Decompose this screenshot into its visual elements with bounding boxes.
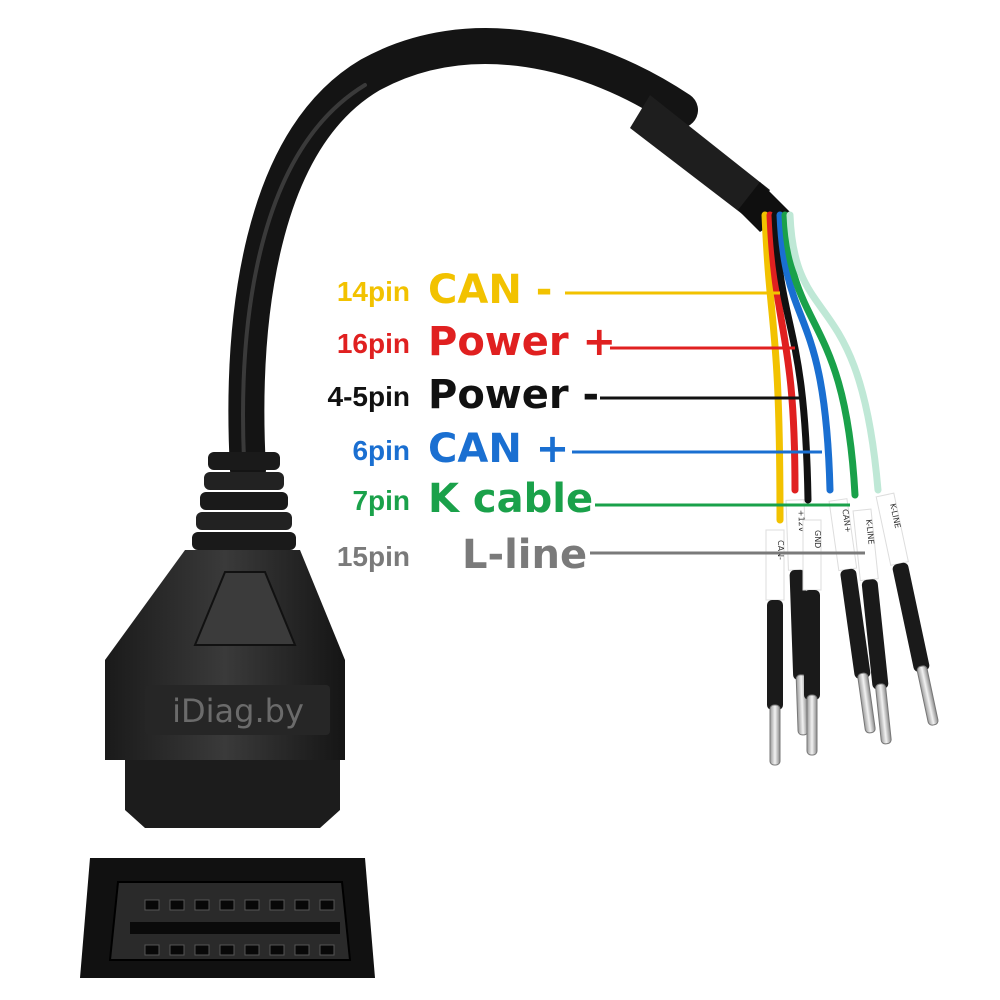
obd-socket-face — [80, 858, 375, 978]
wire-tag-text: K-LINE — [864, 519, 876, 545]
wire-can-high — [776, 211, 834, 494]
main-cable-highlight — [241, 83, 367, 462]
socket-pin-hole — [194, 944, 210, 956]
wire-k-line — [781, 211, 859, 499]
signal-label-can-high: CAN + — [428, 426, 569, 472]
socket-pin-hole — [294, 944, 310, 956]
metal-pin — [857, 672, 876, 734]
main-cable — [228, 28, 698, 488]
socket-pin-holes — [144, 899, 335, 956]
pin-label-can-high: 6pin — [352, 435, 410, 466]
strain-relief — [192, 452, 296, 550]
socket-pin-hole — [219, 944, 235, 956]
cable-sleeve — [630, 95, 770, 220]
socket-pin-hole — [144, 944, 160, 956]
terminal-power-neg: GND — [802, 519, 822, 756]
pin-label-l-line: 15pin — [337, 541, 410, 572]
socket-pin-hole — [244, 944, 260, 956]
wire-power-neg — [771, 211, 812, 504]
terminal-k-line: K-LINE — [852, 508, 892, 745]
wire-l-line — [786, 211, 882, 494]
wire-tag-text: +12V — [796, 510, 806, 533]
heat-shrink — [892, 562, 930, 672]
metal-pin — [806, 694, 818, 756]
signal-label-power-neg: Power - — [428, 372, 599, 418]
connector-label-plate — [145, 685, 330, 735]
pin-label-k-line: 7pin — [352, 485, 410, 516]
terminal-can-low: CAN- — [765, 529, 785, 766]
wire-power-pos — [766, 211, 799, 494]
signal-label-k-line: K cable — [428, 476, 593, 522]
signal-label-power-pos: Power + — [428, 319, 616, 365]
connector-plug — [125, 760, 340, 828]
brand-label: iDiag.by — [172, 692, 304, 730]
heat-shrink — [861, 579, 889, 690]
heat-shrink — [804, 590, 820, 700]
metal-pin — [769, 704, 781, 766]
wire-tag-text: GND — [813, 530, 822, 548]
pin-label-power-neg: 4-5pin — [328, 381, 410, 412]
socket-pin-hole — [244, 899, 260, 911]
socket-pin-hole — [144, 899, 160, 911]
socket-pin-hole — [269, 899, 285, 911]
terminal-l-line: K-LINE — [875, 492, 939, 726]
socket-pin-hole — [219, 899, 235, 911]
pin-label-can-low: 14pin — [337, 276, 410, 307]
socket-pin-hole — [194, 899, 210, 911]
socket-pin-hole — [319, 899, 335, 911]
pin-label-power-pos: 16pin — [337, 328, 410, 359]
signal-label-l-line: L-line — [462, 532, 587, 578]
socket-pin-hole — [319, 944, 335, 956]
socket-pin-hole — [269, 944, 285, 956]
wire-tag-text: CAN- — [776, 540, 785, 560]
connector-hood-rib — [193, 571, 297, 646]
socket-pin-hole — [169, 944, 185, 956]
heat-shrink — [840, 568, 871, 679]
socket-pin-hole — [169, 899, 185, 911]
heat-shrink — [767, 600, 783, 710]
metal-pin — [875, 683, 892, 745]
socket-pin-hole — [294, 899, 310, 911]
signal-label-can-low: CAN - — [428, 267, 552, 313]
wire-tag-text: CAN+ — [840, 509, 852, 534]
metal-pin — [916, 665, 939, 726]
